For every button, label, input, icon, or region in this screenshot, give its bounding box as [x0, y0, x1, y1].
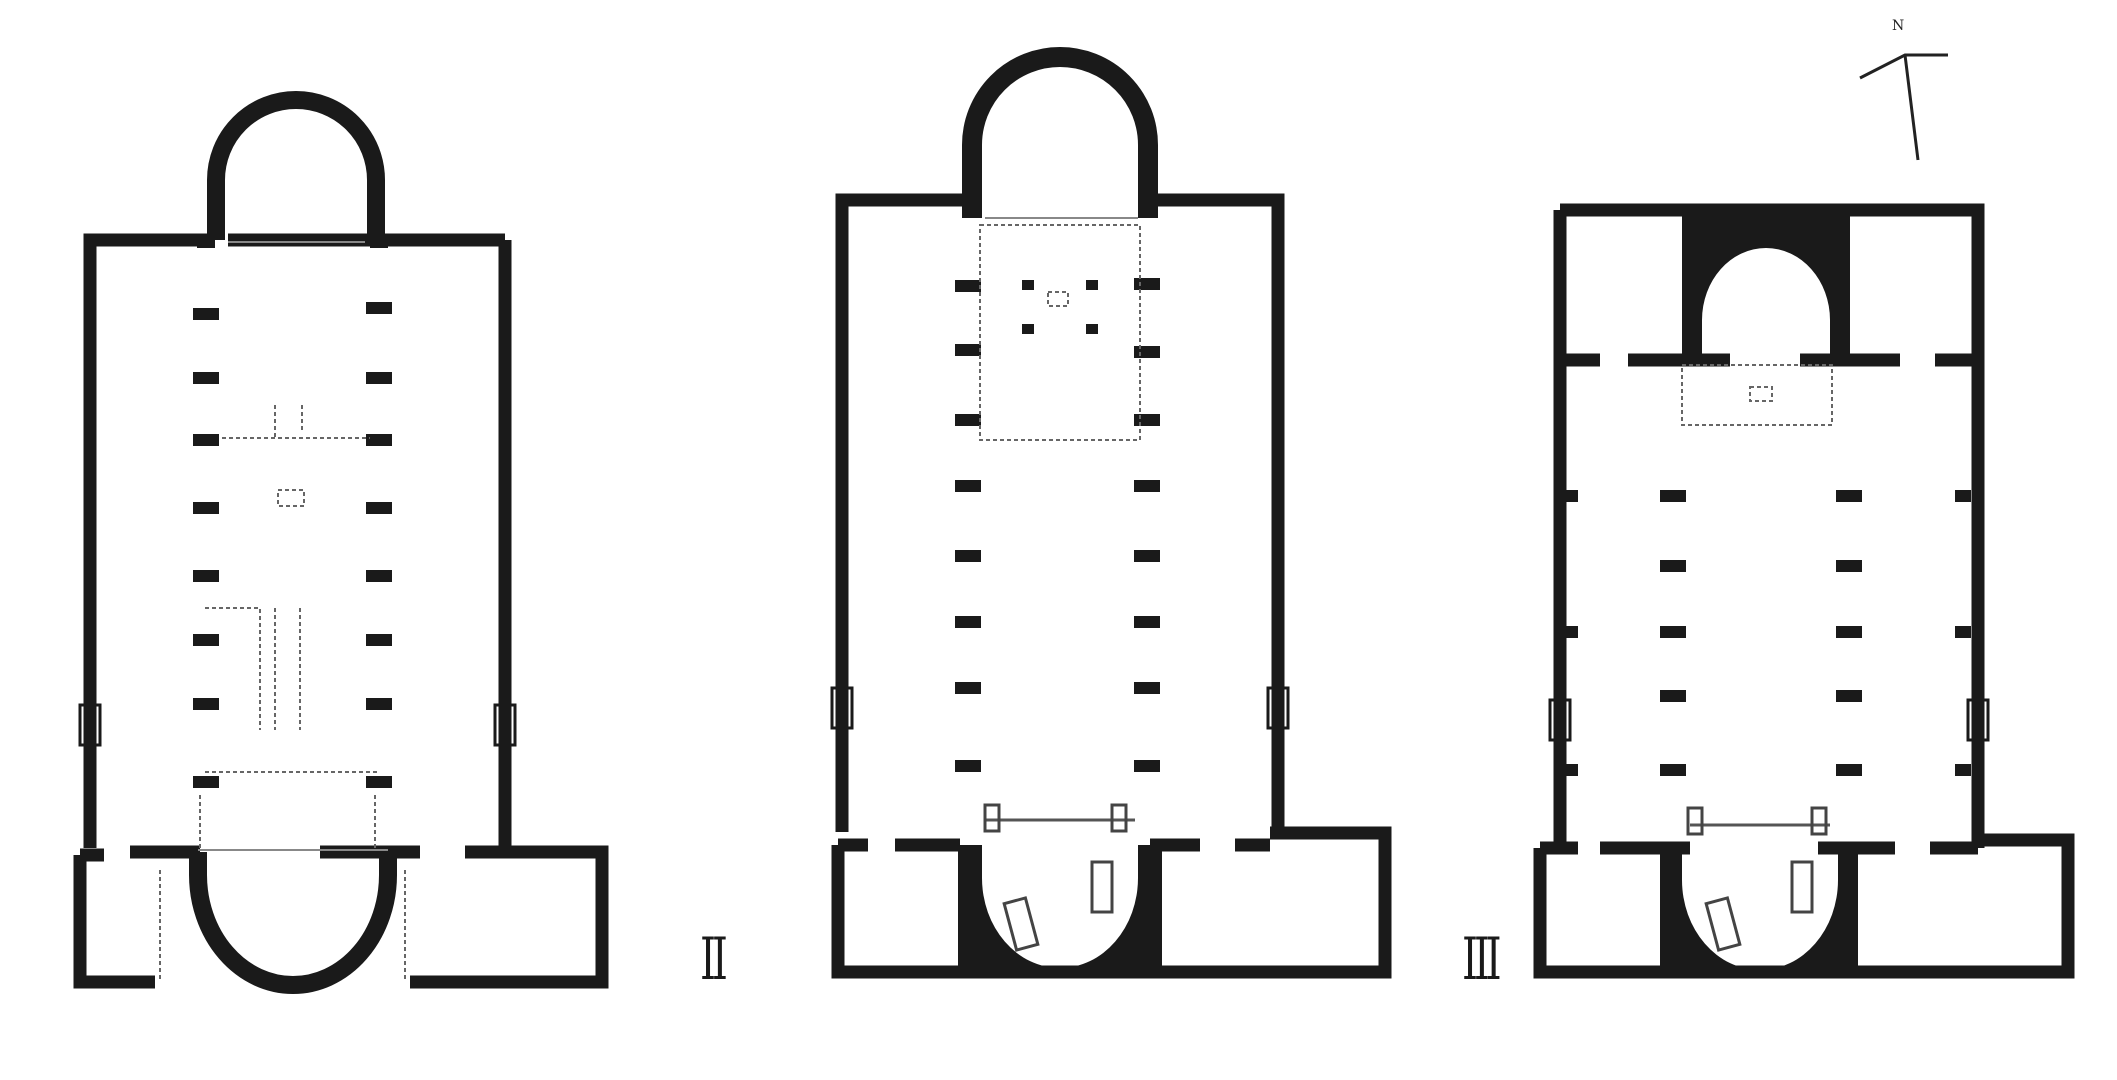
plan-three-side-door-left: [1548, 698, 1572, 742]
plan-two-entry-mass: [958, 845, 1162, 972]
north-arrow-icon: [1859, 53, 1948, 161]
plan-three-apse-mass: [1682, 213, 1850, 360]
plan-one-apse: [207, 91, 385, 240]
plan-two: [830, 47, 1392, 979]
plan-three-entry-steps: [1686, 806, 1828, 952]
plan-two-entry-steps: [983, 803, 1128, 952]
plan-two-narthex: [831, 826, 1392, 979]
plan-three-side-door-right: [1966, 698, 1990, 742]
plan-two-side-door-right: [1266, 686, 1290, 730]
plan-one-nave-wall: [83, 233, 512, 848]
plan-two-nave-wall: [835, 193, 1285, 832]
plan-three-chancel: [1681, 364, 1833, 426]
plan-label-three: III: [1462, 925, 1502, 993]
plan-three-entry-mass: [1660, 850, 1858, 972]
plan-three-outer-wall: [1553, 203, 1985, 848]
plan-one-entry-apse: [189, 852, 397, 994]
plan-one-side-door-left: [78, 703, 102, 747]
plan-two-sanctuary: [979, 224, 1141, 441]
plan-label-two: II: [700, 925, 728, 993]
plan-one-side-door-right: [493, 703, 517, 747]
plan-one-columns: [193, 238, 392, 788]
plan-one-narthex: [73, 845, 609, 989]
plan-three-narthex: [1533, 833, 2075, 979]
plan-two-side-door-left: [830, 686, 854, 730]
north-marker: N: [1892, 18, 1905, 34]
plan-two-apse: [962, 47, 1158, 218]
plan-one-chancel-screen: [159, 405, 406, 980]
plan-three-columns: [1562, 490, 1971, 776]
plan-three: [1533, 203, 2075, 979]
plan-two-columns: [955, 278, 1160, 772]
plan-one: [73, 91, 609, 994]
